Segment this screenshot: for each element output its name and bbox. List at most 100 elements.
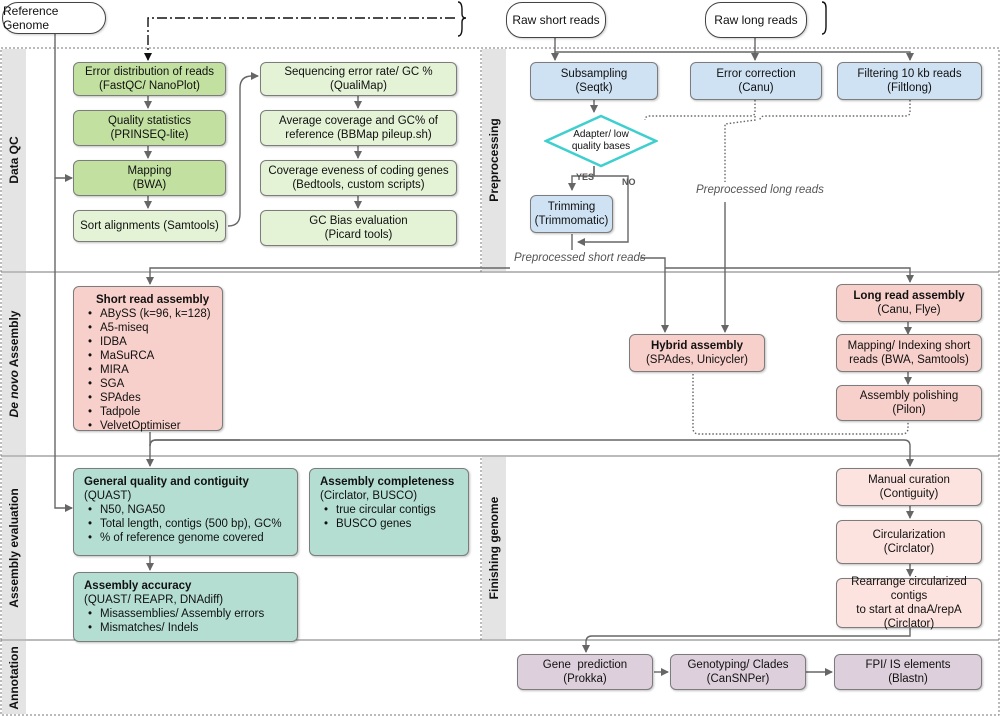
list-item: true circular contigs	[324, 503, 436, 517]
sequencing-error-rate-label: Sequencing error rate/ GC %	[284, 66, 433, 78]
sort-alignments-label: Sort alignments (Samtools)	[80, 220, 219, 232]
list-item: Total length, contigs (500 bp), GC%	[88, 517, 282, 531]
assembly-completeness-box[interactable]: Assembly completeness (Circlator, BUSCO)…	[309, 468, 469, 556]
gene-prediction-label: Gene prediction	[542, 659, 628, 671]
trimming-box[interactable]: Trimming (Trimmomatic)	[530, 195, 613, 233]
hybrid-assembly-tools: (SPAdes, Unicycler)	[645, 354, 749, 366]
general-quality-title: General quality and contiguity	[84, 476, 249, 488]
list-item: IDBA	[88, 335, 211, 349]
gene-prediction-tools: (Prokka)	[563, 673, 607, 685]
list-item: VelvetOptimiser	[88, 419, 211, 433]
list-item: MaSuRCA	[88, 349, 211, 363]
raw-short-reads-node[interactable]: Raw short reads	[506, 2, 606, 38]
assembly-accuracy-title: Assembly accuracy	[84, 580, 192, 592]
genotyping-label: Genotyping/ Clades	[687, 659, 789, 671]
mapping-box[interactable]: Mapping (BWA)	[73, 160, 226, 196]
list-item: MIRA	[88, 363, 211, 377]
section-label-strips	[2, 49, 506, 714]
quality-statistics-box[interactable]: Quality statistics (PRINSEQ-lite)	[73, 110, 226, 146]
assembly-accuracy-metrics: Misassemblies/ Assembly errors Mismatche…	[84, 607, 264, 635]
list-item: SPAdes	[88, 391, 211, 405]
hybrid-assembly-box[interactable]: Hybrid assembly (SPAdes, Unicycler)	[629, 334, 765, 372]
general-quality-box[interactable]: General quality and contiguity (QUAST) N…	[73, 468, 298, 556]
general-quality-tools: (QUAST)	[84, 490, 132, 502]
mapping-indexing-tools: reads (BWA, Samtools)	[849, 354, 969, 366]
coverage-eveness-box[interactable]: Coverage eveness of coding genes (Bedtoo…	[260, 160, 457, 196]
manual-curation-box[interactable]: Manual curation (Contiguity)	[836, 468, 982, 506]
list-item: BUSCO genes	[324, 517, 436, 531]
general-quality-metrics: N50, NGA50 Total length, contigs (500 bp…	[84, 503, 282, 545]
decision-line-2: quality bases	[571, 141, 631, 152]
decision-line-1: Adapter/ low	[573, 129, 629, 140]
list-item: Mismatches/ Indels	[88, 621, 264, 635]
genotyping-box[interactable]: Genotyping/ Clades (CanSNPer)	[670, 654, 806, 690]
list-item: % of reference genome covered	[88, 531, 282, 545]
fpi-is-elements-box[interactable]: FPI/ IS elements (Blastn)	[834, 654, 982, 690]
average-coverage-label: Average coverage and GC% of	[279, 115, 438, 127]
raw-long-reads-node[interactable]: Raw long reads	[705, 2, 807, 38]
long-read-assembly-title: Long read assembly	[853, 290, 965, 302]
error-correction-box[interactable]: Error correction (Canu)	[690, 62, 822, 100]
error-distribution-tools: (FastQC/ NanoPlot)	[99, 80, 200, 92]
short-read-assembly-tools: ABySS (k=96, k=128) A5-miseq IDBA MaSuRC…	[84, 307, 211, 433]
list-item: ABySS (k=96, k=128)	[88, 307, 211, 321]
preprocessed-long-reads-label: Preprocessed long reads	[696, 184, 824, 196]
quality-statistics-tools: (PRINSEQ-lite)	[110, 129, 189, 141]
assembly-completeness-title: Assembly completeness	[320, 476, 455, 488]
trimming-label: Trimming	[547, 201, 596, 213]
short-read-assembly-box[interactable]: Short read assembly ABySS (k=96, k=128) …	[73, 286, 223, 433]
sort-alignments-box[interactable]: Sort alignments (Samtools)	[73, 210, 226, 242]
list-item: N50, NGA50	[88, 503, 282, 517]
assembly-polishing-tools: (Pilon)	[892, 404, 926, 416]
subsampling-box[interactable]: Subsampling (Seqtk)	[530, 62, 658, 100]
reference-genome-node[interactable]: Reference Genome	[2, 2, 106, 34]
average-coverage-box[interactable]: Average coverage and GC% of reference (B…	[260, 110, 457, 146]
adapter-decision-diamond[interactable]	[544, 114, 658, 168]
trimming-tools: (Trimmomatic)	[534, 215, 609, 227]
gene-prediction-box[interactable]: Gene prediction (Prokka)	[517, 654, 653, 690]
assembly-accuracy-tools: (QUAST/ REAPR, DNAdiff)	[84, 594, 224, 606]
sequencing-error-rate-box[interactable]: Sequencing error rate/ GC % (QualiMap)	[260, 62, 457, 96]
error-distribution-label: Error distribution of reads	[84, 66, 215, 78]
quality-statistics-label: Quality statistics	[107, 115, 192, 127]
rearrange-contigs-line1: Rearrange circularized contigs	[851, 576, 967, 602]
circularization-label: Circularization	[872, 529, 946, 541]
gc-bias-label: GC Bias evaluation	[309, 215, 408, 227]
section-frames	[0, 47, 1000, 716]
assembly-accuracy-box[interactable]: Assembly accuracy (QUAST/ REAPR, DNAdiff…	[73, 572, 298, 642]
rearrange-contigs-box[interactable]: Rearrange circularized contigs to start …	[836, 576, 982, 630]
mapping-tools: (BWA)	[132, 179, 167, 191]
subsampling-tools: (Seqtk)	[575, 82, 613, 94]
filtering-tools: (Filtlong)	[887, 82, 932, 94]
de-novo-italic: De novo	[7, 370, 21, 418]
filtering-box[interactable]: Filtering 10 kb reads (Filtlong)	[837, 62, 982, 100]
circularization-box[interactable]: Circularization (Circlator)	[836, 520, 982, 564]
mapping-label: Mapping	[127, 165, 172, 177]
subsampling-label: Subsampling	[560, 68, 628, 80]
error-distribution-box[interactable]: Error distribution of reads (FastQC/ Nan…	[73, 62, 226, 96]
list-item: A5-miseq	[88, 321, 211, 335]
assembly-completeness-tools: (Circlator, BUSCO)	[320, 490, 418, 502]
short-read-assembly-title: Short read assembly	[96, 294, 210, 306]
genotyping-tools: (CanSNPer)	[706, 673, 770, 685]
coverage-eveness-tools: (Bedtools, custom scripts)	[292, 179, 425, 191]
preprocessed-short-reads-label: Preprocessed short reads	[514, 252, 646, 264]
section-label-annotation: Annotation	[7, 646, 21, 710]
assembly-completeness-metrics: true circular contigs BUSCO genes	[320, 503, 436, 531]
filtering-label: Filtering 10 kb reads	[857, 68, 962, 80]
error-correction-tools: (Canu)	[738, 82, 774, 94]
assembly-polishing-box[interactable]: Assembly polishing (Pilon)	[836, 385, 982, 421]
average-coverage-tools: reference (BBMap pileup.sh)	[285, 129, 432, 141]
yes-label: YES	[576, 172, 595, 182]
hybrid-assembly-title: Hybrid assembly	[650, 340, 744, 352]
gc-bias-box[interactable]: GC Bias evaluation (Picard tools)	[260, 210, 457, 246]
list-item: SGA	[88, 377, 211, 391]
long-read-assembly-tools: (Canu, Flye)	[877, 304, 941, 316]
section-label-finishing-genome: Finishing genome	[487, 496, 501, 600]
fpi-is-elements-label: FPI/ IS elements	[865, 659, 951, 671]
mapping-indexing-box[interactable]: Mapping/ Indexing short reads (BWA, Samt…	[836, 334, 982, 372]
long-read-assembly-box[interactable]: Long read assembly (Canu, Flye)	[836, 284, 982, 322]
no-label: NO	[622, 177, 636, 187]
assembly-polishing-label: Assembly polishing	[859, 390, 959, 402]
